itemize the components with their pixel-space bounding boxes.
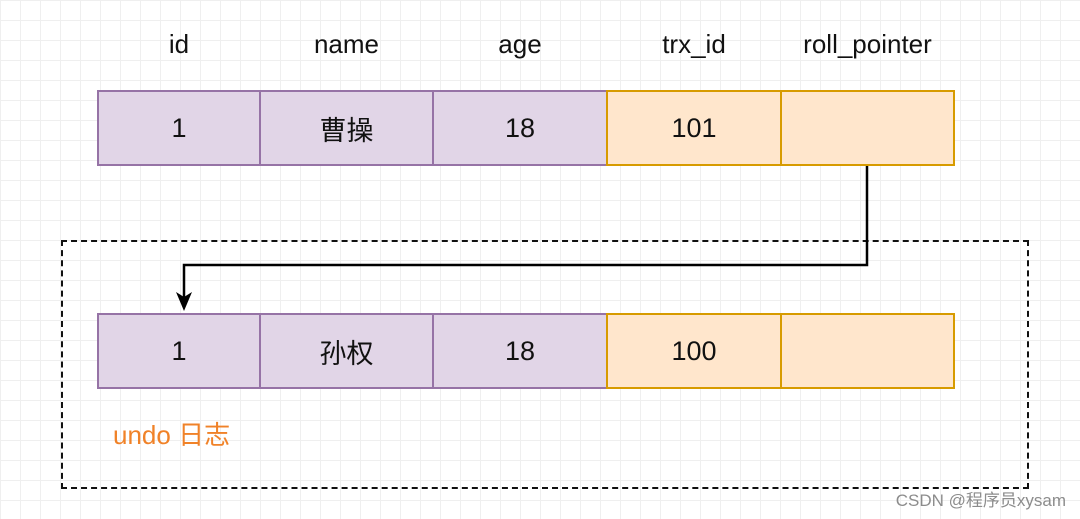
watermark: CSDN @程序员xysam — [895, 491, 1066, 510]
undo-id-cell: 1 — [97, 313, 261, 389]
current-name-cell: 曹操 — [259, 90, 434, 166]
header-name: name — [313, 29, 380, 59]
current-record-row: 1 曹操 18 101 — [97, 90, 955, 166]
current-id-cell: 1 — [97, 90, 261, 166]
current-roll-pointer-cell — [780, 90, 955, 166]
header-trx-id: trx_id — [662, 29, 726, 59]
arrowhead-icon — [176, 292, 192, 311]
undo-roll-pointer-cell — [780, 313, 955, 389]
undo-log-label: undo 日志 — [113, 420, 231, 450]
undo-name-cell: 孙权 — [259, 313, 434, 389]
undo-log-container — [61, 240, 1029, 489]
undo-record-row: 1 孙权 18 100 — [97, 313, 955, 389]
header-roll-pointer: roll_pointer — [803, 29, 932, 59]
header-id: id — [168, 29, 190, 59]
undo-trx-id-cell: 100 — [606, 313, 782, 389]
header-age: age — [498, 29, 542, 59]
